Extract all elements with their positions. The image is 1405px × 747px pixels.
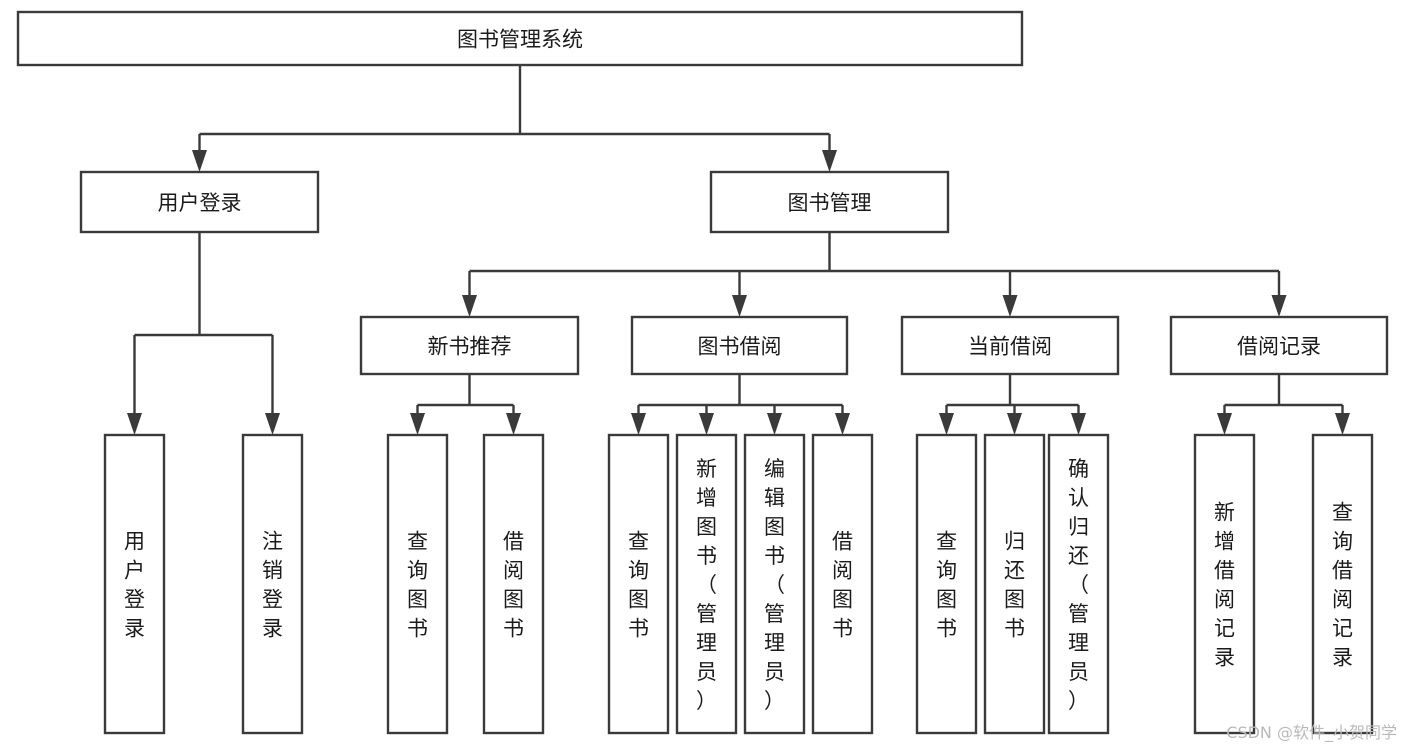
node-label-current-borrow: 当前借阅 bbox=[968, 335, 1052, 359]
arrow-head-icon bbox=[1217, 413, 1232, 435]
node-box-leaf-edit-book-admin[interactable] bbox=[743, 433, 806, 735]
node-leaf-query-borrow-record[interactable]: 查询借阅记录 bbox=[1311, 433, 1374, 735]
connector-group bbox=[127, 232, 280, 435]
node-label-book-borrow: 图书借阅 bbox=[698, 335, 782, 359]
arrow-head-icon bbox=[506, 413, 521, 435]
node-leaf-confirm-return-admin[interactable]: 确认归还（管理员） bbox=[1047, 433, 1110, 735]
node-label-borrow-record: 借阅记录 bbox=[1237, 335, 1321, 359]
node-box-leaf-query-borrow-record[interactable] bbox=[1311, 433, 1374, 735]
arrow-head-icon bbox=[1071, 413, 1086, 435]
arrow-head-icon bbox=[1335, 413, 1350, 435]
arrow-head-icon bbox=[127, 413, 142, 435]
node-current-borrow[interactable]: 当前借阅 bbox=[900, 315, 1120, 376]
node-layer: 图书管理系统用户登录图书管理新书推荐图书借阅当前借阅借阅记录用户登录注销登录查询… bbox=[16, 10, 1389, 735]
arrow-head-icon bbox=[462, 295, 477, 317]
node-label-leaf-add-borrow-record: 新增借阅记录 bbox=[1214, 501, 1235, 670]
node-label-leaf-edit-book-admin: 编辑图书（管理员） bbox=[764, 457, 785, 713]
node-box-borrow-record[interactable] bbox=[1169, 315, 1389, 376]
node-leaf-user-login[interactable]: 用户登录 bbox=[103, 433, 166, 735]
node-box-leaf-confirm-return-admin[interactable] bbox=[1047, 433, 1110, 735]
node-root[interactable]: 图书管理系统 bbox=[16, 10, 1024, 67]
arrow-head-icon bbox=[939, 413, 954, 435]
arrow-head-icon bbox=[631, 413, 646, 435]
arrow-head-icon bbox=[192, 150, 207, 172]
connector-group bbox=[631, 374, 850, 435]
node-box-leaf-return-book[interactable] bbox=[983, 433, 1046, 735]
node-label-book-manage: 图书管理 bbox=[788, 191, 872, 215]
node-label-leaf-query-book-1: 查询图书 bbox=[407, 530, 428, 641]
connector-layer bbox=[127, 65, 1350, 435]
node-box-leaf-query-book-3[interactable] bbox=[915, 433, 978, 735]
arrow-head-icon bbox=[732, 295, 747, 317]
node-leaf-add-borrow-record[interactable]: 新增借阅记录 bbox=[1193, 433, 1256, 735]
node-leaf-borrow-book-2[interactable]: 借阅图书 bbox=[811, 433, 874, 735]
node-label-leaf-borrow-book-2: 借阅图书 bbox=[832, 530, 853, 641]
node-box-leaf-user-login[interactable] bbox=[103, 433, 166, 735]
node-box-new-book-recommend[interactable] bbox=[359, 315, 580, 376]
node-box-leaf-query-book-1[interactable] bbox=[386, 433, 449, 735]
node-box-leaf-borrow-book-1[interactable] bbox=[482, 433, 545, 735]
node-user-login[interactable]: 用户登录 bbox=[79, 170, 320, 234]
node-box-leaf-add-book-admin[interactable] bbox=[675, 433, 738, 735]
node-leaf-borrow-book-1[interactable]: 借阅图书 bbox=[482, 433, 545, 735]
node-label-leaf-query-book-2: 查询图书 bbox=[628, 530, 649, 641]
node-label-leaf-query-book-3: 查询图书 bbox=[936, 530, 957, 641]
arrow-head-icon bbox=[835, 413, 850, 435]
node-label-leaf-confirm-return-admin: 确认归还（管理员） bbox=[1068, 457, 1089, 713]
node-label-root: 图书管理系统 bbox=[457, 28, 583, 52]
node-book-manage[interactable]: 图书管理 bbox=[709, 170, 950, 234]
node-box-root[interactable] bbox=[16, 10, 1024, 67]
node-label-leaf-logout-login: 注销登录 bbox=[262, 530, 283, 641]
node-leaf-return-book[interactable]: 归还图书 bbox=[983, 433, 1046, 735]
node-label-leaf-query-borrow-record: 查询借阅记录 bbox=[1332, 501, 1353, 670]
node-borrow-record[interactable]: 借阅记录 bbox=[1169, 315, 1389, 376]
watermark-label: CSDN @软件_小贺同学 bbox=[1226, 723, 1397, 742]
node-leaf-logout-login[interactable]: 注销登录 bbox=[241, 433, 304, 735]
node-label-leaf-return-book: 归还图书 bbox=[1004, 530, 1025, 641]
node-leaf-query-book-2[interactable]: 查询图书 bbox=[607, 433, 670, 735]
node-box-leaf-query-book-2[interactable] bbox=[607, 433, 670, 735]
node-box-book-borrow[interactable] bbox=[630, 315, 849, 376]
node-leaf-query-book-3[interactable]: 查询图书 bbox=[915, 433, 978, 735]
node-label-leaf-user-login: 用户登录 bbox=[124, 530, 145, 641]
node-box-leaf-logout-login[interactable] bbox=[241, 433, 304, 735]
node-label-user-login: 用户登录 bbox=[158, 191, 242, 215]
connector-group bbox=[410, 374, 521, 435]
arrow-head-icon bbox=[1002, 295, 1018, 317]
node-box-user-login[interactable] bbox=[79, 170, 320, 234]
arrow-head-icon bbox=[699, 413, 714, 435]
connector-group bbox=[462, 232, 1287, 317]
arrow-head-icon bbox=[1007, 413, 1022, 435]
connector-group bbox=[939, 374, 1086, 435]
node-leaf-edit-book-admin[interactable]: 编辑图书（管理员） bbox=[743, 433, 806, 735]
arrow-head-icon bbox=[822, 150, 837, 172]
node-box-leaf-borrow-book-2[interactable] bbox=[811, 433, 874, 735]
connector-group bbox=[192, 65, 837, 172]
node-label-leaf-add-book-admin: 新增图书（管理员） bbox=[696, 457, 717, 713]
node-box-book-manage[interactable] bbox=[709, 170, 950, 234]
node-box-current-borrow[interactable] bbox=[900, 315, 1120, 376]
connector-group bbox=[1217, 374, 1350, 435]
arrow-head-icon bbox=[265, 413, 280, 435]
node-label-new-book-recommend: 新书推荐 bbox=[428, 335, 512, 359]
arrow-head-icon bbox=[1271, 295, 1287, 317]
arrow-head-icon bbox=[410, 413, 425, 435]
node-label-leaf-borrow-book-1: 借阅图书 bbox=[503, 530, 524, 641]
node-box-leaf-add-borrow-record[interactable] bbox=[1193, 433, 1256, 735]
node-leaf-query-book-1[interactable]: 查询图书 bbox=[386, 433, 449, 735]
node-leaf-add-book-admin[interactable]: 新增图书（管理员） bbox=[675, 433, 738, 735]
node-book-borrow[interactable]: 图书借阅 bbox=[630, 315, 849, 376]
arrow-head-icon bbox=[767, 413, 782, 435]
node-new-book-recommend[interactable]: 新书推荐 bbox=[359, 315, 580, 376]
